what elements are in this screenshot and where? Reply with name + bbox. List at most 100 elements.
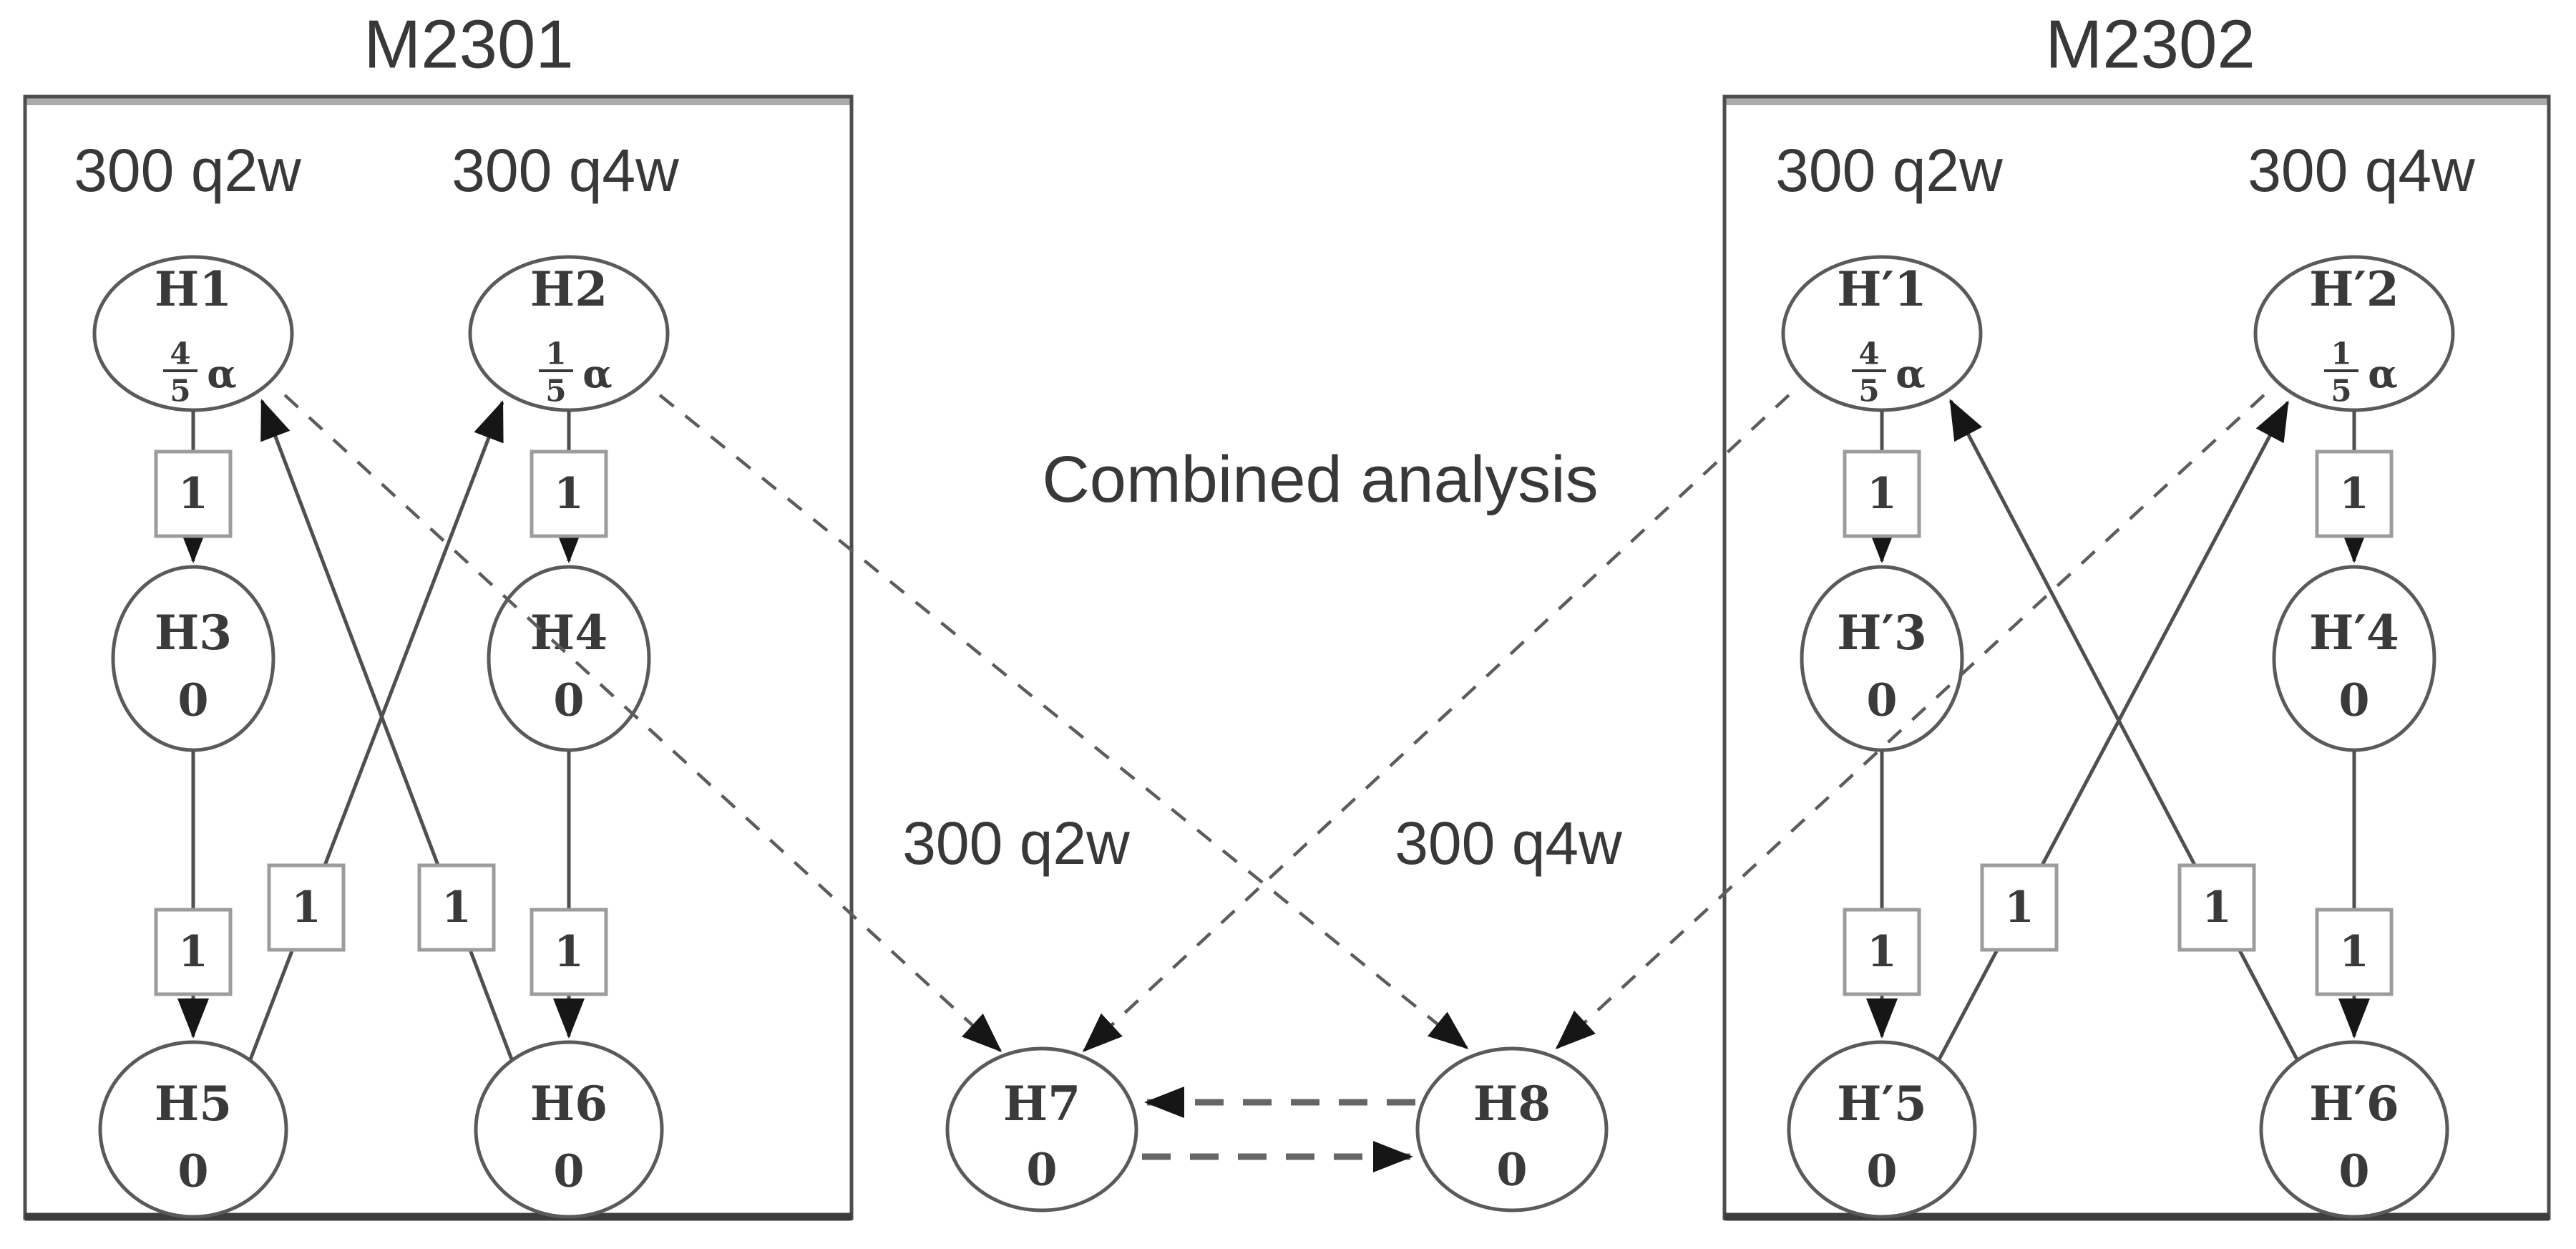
edge-weight-hp6-hp1: 1 xyxy=(2177,863,2256,952)
edge-weight-label: 1 xyxy=(2202,883,2232,933)
study-title-m2302: M2302 xyxy=(2045,6,2255,83)
node-h3-weight: 0 xyxy=(177,674,208,726)
node-hp3: H′3 0 xyxy=(1800,565,1964,752)
edge-weight-box xyxy=(1843,908,1921,996)
dose-label-m2301-q2w: 300 q2w xyxy=(74,137,301,204)
dose-label-combined-q2w: 300 q2w xyxy=(902,810,1130,877)
node-hp3-ellipse xyxy=(1800,565,1964,752)
edge-hp6-hp1 xyxy=(1948,399,2299,1061)
transfer-edge-h2-h8 xyxy=(658,394,1469,1049)
node-h5: H5 0 xyxy=(98,1040,288,1219)
edge-hp5-hp2 xyxy=(1937,400,2290,1061)
edge-weight-h4-h6: 1 xyxy=(530,908,608,996)
node-h1-alpha-symbol: α xyxy=(207,351,237,397)
node-hp6-ellipse xyxy=(2259,1040,2449,1219)
node-hp1-label: H′1 xyxy=(1837,261,1927,317)
node-h4-weight: 0 xyxy=(553,674,584,726)
study-box-m2301 xyxy=(23,94,854,1221)
node-hp1-ellipse xyxy=(1781,255,1983,412)
node-hp5-label: H′5 xyxy=(1837,1076,1927,1132)
node-h1-ellipse xyxy=(92,255,294,412)
node-h2-alpha-numerator: 1 xyxy=(545,336,566,371)
edge-weight-h6-h1: 1 xyxy=(417,863,496,952)
edge-weight-box xyxy=(1843,449,1921,538)
edge-weight-h1-h3: 1 xyxy=(154,449,233,538)
node-h7-weight: 0 xyxy=(1026,1144,1057,1196)
node-h5-label: H5 xyxy=(155,1076,232,1132)
node-h1: H1 4 5 α xyxy=(92,255,294,412)
dose-label-m2302-q2w: 300 q2w xyxy=(1775,137,2003,204)
edge-weight-box xyxy=(267,863,346,952)
node-h8-weight: 0 xyxy=(1496,1144,1527,1196)
edge-weight-label: 1 xyxy=(178,927,208,977)
node-h2-label: H2 xyxy=(530,261,608,317)
edge-weight-box xyxy=(417,863,496,952)
edge-weight-hp5-hp2: 1 xyxy=(1980,863,2059,952)
node-h1-alpha-denominator: 5 xyxy=(170,374,190,409)
node-h6-weight: 0 xyxy=(553,1145,584,1197)
dose-label-combined-q4w: 300 q4w xyxy=(1395,810,1622,877)
node-hp6: H′6 0 xyxy=(2259,1040,2449,1219)
edge-weight-label: 1 xyxy=(2339,927,2369,977)
study-title-m2301: M2301 xyxy=(364,6,574,83)
node-h7: H7 0 xyxy=(945,1046,1138,1212)
edge-weight-h2-h4: 1 xyxy=(530,449,608,538)
combined-analysis-label: Combined analysis xyxy=(1042,443,1598,516)
transfer-edge-hp1-h7 xyxy=(1082,394,1790,1053)
node-hp2-alpha-numerator: 1 xyxy=(2331,336,2351,371)
edge-weight-hp2-hp4: 1 xyxy=(2315,449,2394,538)
edge-weight-label: 1 xyxy=(291,883,321,933)
node-hp2-alpha-denominator: 5 xyxy=(2331,374,2351,409)
node-hp3-weight: 0 xyxy=(1866,674,1897,726)
edge-weight-box xyxy=(1980,863,2059,952)
node-hp6-weight: 0 xyxy=(2338,1145,2369,1197)
node-h7-ellipse xyxy=(945,1046,1138,1212)
node-h1-label: H1 xyxy=(155,261,232,317)
edge-weight-label: 1 xyxy=(1867,469,1897,519)
transfer-edge-h1-h7 xyxy=(283,394,1002,1053)
node-h2: H2 1 5 α xyxy=(468,255,670,412)
node-h5-weight: 0 xyxy=(177,1145,208,1197)
edge-weight-hp4-hp6: 1 xyxy=(2315,908,2394,996)
node-h5-ellipse xyxy=(98,1040,288,1219)
node-h4: H4 0 xyxy=(487,565,651,752)
node-hp5-weight: 0 xyxy=(1866,1145,1897,1197)
edge-weight-box xyxy=(530,908,608,996)
node-h6-ellipse xyxy=(474,1040,664,1219)
edge-weight-box xyxy=(154,908,233,996)
node-hp4-ellipse xyxy=(2272,565,2436,752)
edge-weight-hp1-hp3: 1 xyxy=(1843,449,1921,538)
node-hp2-label: H′2 xyxy=(2309,261,2399,317)
edge-weight-box xyxy=(154,449,233,538)
study-box-m2302 xyxy=(1722,94,2551,1221)
node-h8-label: H8 xyxy=(1473,1076,1551,1132)
node-hp2: H′2 1 5 α xyxy=(2253,255,2455,412)
node-hp6-label: H′6 xyxy=(2309,1076,2399,1132)
node-h2-alpha-denominator: 5 xyxy=(545,374,566,409)
node-h2-ellipse xyxy=(468,255,670,412)
edge-weight-h5-h2: 1 xyxy=(267,863,346,952)
node-hp4: H′4 0 xyxy=(2272,565,2436,752)
node-h4-label: H4 xyxy=(530,605,608,661)
node-hp3-label: H′3 xyxy=(1837,605,1927,661)
dose-label-m2301-q4w: 300 q4w xyxy=(452,137,679,204)
node-hp1: H′1 4 5 α xyxy=(1781,255,1983,412)
edge-weight-box xyxy=(2177,863,2256,952)
node-h8: H8 0 xyxy=(1415,1046,1609,1212)
node-h3: H3 0 xyxy=(111,565,275,752)
edge-weight-label: 1 xyxy=(2004,883,2034,933)
dose-label-m2302-q4w: 300 q4w xyxy=(2248,137,2475,204)
edge-weight-label: 1 xyxy=(178,469,208,519)
node-hp1-alpha-symbol: α xyxy=(1896,351,1926,397)
node-h1-alpha-numerator: 4 xyxy=(170,336,190,371)
edge-weight-label: 1 xyxy=(554,469,584,519)
node-h3-label: H3 xyxy=(155,605,232,661)
edge-weight-label: 1 xyxy=(554,927,584,977)
edge-weight-hp3-hp5: 1 xyxy=(1843,908,1921,996)
edge-weight-label: 1 xyxy=(1867,927,1897,977)
node-h6: H6 0 xyxy=(474,1040,664,1219)
edge-h5-h2 xyxy=(248,400,504,1060)
node-hp1-alpha-numerator: 4 xyxy=(1858,336,1879,371)
edge-h6-h1 xyxy=(260,399,514,1060)
